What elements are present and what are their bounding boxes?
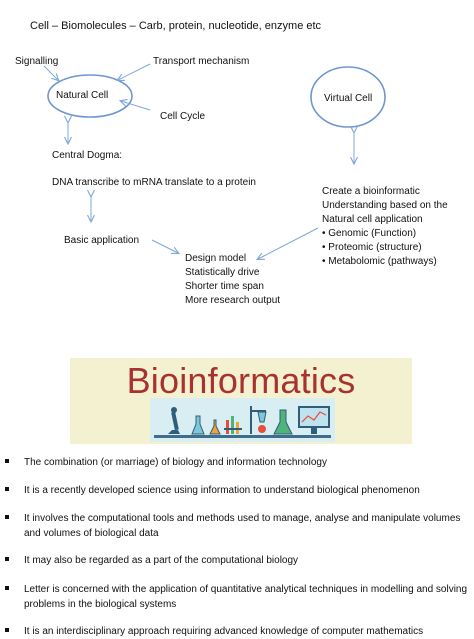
bullet-square-icon: [5, 487, 9, 491]
list-item-text: The combination (or marriage) of biology…: [24, 457, 327, 468]
virtual-cell-circle: [310, 66, 386, 128]
list-item-text: It involves the computational tools and …: [24, 513, 461, 539]
bullet-square-icon: [5, 515, 9, 519]
design-item: Shorter time span: [185, 281, 264, 292]
bullet-square-icon: [5, 586, 9, 590]
create-line: Natural cell application: [322, 214, 423, 225]
omics-item: • Genomic (Function): [322, 228, 417, 239]
natural-cell-label: Natural Cell: [56, 90, 109, 101]
diagram-connectors: [43, 63, 386, 340]
transport-arrow: [118, 63, 151, 80]
dna-line-label: DNA transcribe to mRNA translate to a pr…: [52, 177, 256, 188]
design-item: Design model: [185, 253, 247, 264]
cell-diagram: Cell – Biomolecules – Carb, protein, nuc…: [15, 20, 448, 340]
omics-item: • Metabolomic (pathways): [322, 256, 437, 267]
list-item-text: Letter is concerned with the application…: [24, 584, 468, 610]
bullet-square-icon: [5, 628, 9, 632]
bullet-square-icon: [5, 459, 9, 463]
cell-cycle-label: Cell Cycle: [160, 111, 206, 122]
natural-cell-circle: [47, 74, 133, 118]
banner-title: Bioinformatics: [126, 360, 356, 401]
signalling-label: Signalling: [15, 56, 59, 67]
list-item-text: It may also be regarded as a part of the…: [24, 555, 299, 566]
transport-label: Transport mechanism: [153, 56, 250, 67]
basic-application-label: Basic application: [64, 235, 140, 246]
list-item-text: It is a recently developed science using…: [24, 485, 420, 496]
diagram-heading: Cell – Biomolecules – Carb, protein, nuc…: [30, 20, 322, 32]
create-design-arrow: [258, 227, 319, 259]
bioinformatics-banner: Bioinformatics: [70, 358, 412, 444]
design-item: Statistically drive: [185, 267, 260, 278]
cell-cycle-arrow: [121, 101, 151, 111]
design-item: More research output: [185, 295, 281, 306]
lab-equipment-illustration-icon: [150, 398, 335, 442]
omics-item: • Proteomic (structure): [322, 242, 422, 253]
basic-design-arrow: [151, 239, 178, 253]
create-line: Create a bioinformatic: [322, 186, 420, 197]
virtual-cell-label: Virtual Cell: [324, 93, 373, 104]
create-line: Understanding based on the: [322, 200, 448, 211]
signalling-arrow: [43, 65, 58, 80]
central-dogma-label: Central Dogma:: [52, 150, 123, 161]
bullet-square-icon: [5, 557, 9, 561]
